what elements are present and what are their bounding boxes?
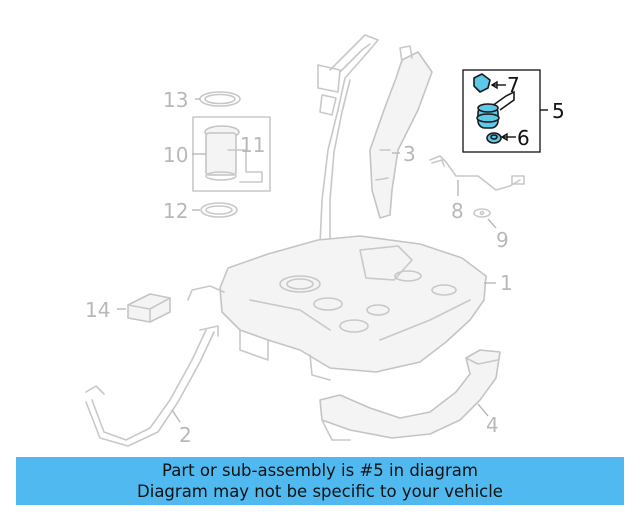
part-7-retaining-clip[interactable]	[473, 73, 506, 93]
part-2-tank-strap	[85, 325, 219, 447]
callout-4: 4	[486, 413, 499, 437]
callout-9: 9	[496, 228, 509, 252]
part-filler-pipe	[317, 34, 379, 246]
part-6-o-ring[interactable]	[486, 132, 516, 144]
callout-14: 14	[85, 298, 110, 322]
part-9-grommet	[473, 208, 497, 229]
callout-1: 1	[500, 271, 513, 295]
callout-10: 10	[163, 143, 188, 167]
callout-8: 8	[451, 199, 464, 223]
part-13-seal-ring	[195, 91, 241, 107]
callout-2: 2	[179, 423, 192, 447]
banner-line-2: Diagram may not be specific to your vehi…	[137, 482, 503, 501]
part-5-vent-valve[interactable]	[476, 90, 515, 129]
part-10-pump-module	[192, 116, 271, 192]
info-banner: Part or sub-assembly is #5 in diagram Di…	[16, 457, 624, 505]
callout-11: 11	[240, 133, 265, 157]
callout-7: 7	[507, 73, 520, 97]
callout-6: 6	[517, 126, 530, 150]
part-8-sensor-harness	[429, 155, 525, 196]
part-4-tank-shield	[319, 349, 501, 441]
banner-line-1: Part or sub-assembly is #5 in diagram	[162, 461, 478, 480]
part-14-control-module	[117, 293, 171, 323]
part-12-lock-ring	[192, 202, 238, 218]
callout-12: 12	[163, 199, 188, 223]
part-3-heat-shield	[369, 45, 433, 219]
callout-13: 13	[163, 88, 188, 112]
part-1-fuel-tank	[187, 235, 496, 381]
callout-3: 3	[403, 142, 416, 166]
parts-diagram: 13 10 11 12 14 3	[85, 34, 565, 447]
callout-5: 5	[552, 99, 565, 123]
